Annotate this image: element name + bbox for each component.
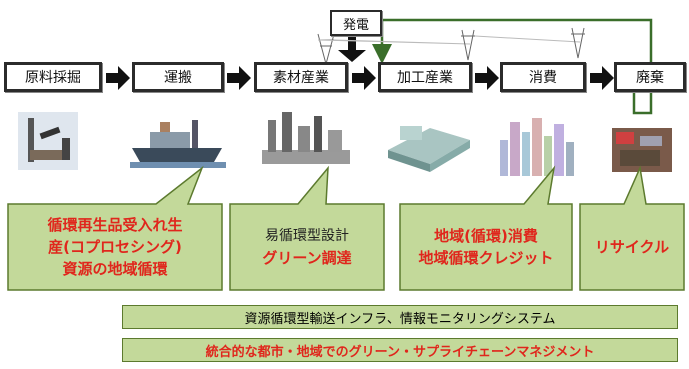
stage-label: 素材産業 xyxy=(273,70,329,86)
transport-ship-image xyxy=(130,120,226,168)
stage-transport: 運搬 xyxy=(132,62,224,92)
waste-image xyxy=(612,128,672,172)
power-arrow xyxy=(338,34,366,62)
stage-material-industry: 素材産業 xyxy=(254,62,348,92)
infra-bar: 資源循環型輸送インフラ、情報モニタリングシステム xyxy=(122,305,678,329)
stage-label: 加工産業 xyxy=(397,70,453,86)
callout-shape xyxy=(399,165,573,291)
callout-line: 易循環型設計 xyxy=(265,228,349,244)
callout-line: 資源の地域循環 xyxy=(62,260,168,278)
callout-design-procurement: 易循環型設計 グリーン調達 xyxy=(228,165,386,292)
power-label: 発電 xyxy=(342,17,369,33)
stage-waste: 廃棄 xyxy=(614,62,686,92)
management-bar-label: 統合的な都市・地域でのグリーン・サプライチェーンマネジメント xyxy=(205,344,595,360)
management-bar: 統合的な都市・地域でのグリーン・サプライチェーンマネジメント xyxy=(122,338,678,362)
callout-recycled-goods: 循環再生品受入れ生 産(コプロセシング) 資源の地域循環 xyxy=(6,165,224,292)
stage-consumption: 消費 xyxy=(500,62,586,92)
stage-processing-industry: 加工産業 xyxy=(378,62,472,92)
stage-raw-material-mining: 原料採掘 xyxy=(4,62,102,92)
infra-bar-label: 資源循環型輸送インフラ、情報モニタリングシステム xyxy=(244,311,556,327)
callout-line: 地域循環クレジット xyxy=(418,249,554,267)
city-image xyxy=(500,118,574,176)
callout-line: リサイクル xyxy=(594,238,670,256)
refinery-image xyxy=(262,112,350,164)
callout-line: 産(コプロセシング) xyxy=(48,238,182,256)
callout-shape xyxy=(7,165,223,291)
stage-label: 運搬 xyxy=(164,70,192,86)
callout-shape xyxy=(579,165,685,291)
power-pylons xyxy=(317,27,585,65)
power-generation-box: 発電 xyxy=(330,10,382,36)
stage-label: 消費 xyxy=(529,70,557,86)
callout-line: グリーン調達 xyxy=(262,249,352,267)
callout-line: 循環再生品受入れ生 xyxy=(47,216,183,234)
factory-image xyxy=(388,126,470,172)
flow-arrows xyxy=(106,66,614,90)
callout-recycle: リサイクル xyxy=(578,165,686,292)
stage-label: 原料採掘 xyxy=(25,70,81,86)
callout-line: 地域(循環)消費 xyxy=(434,227,538,245)
callout-local-consumption: 地域(循環)消費 地域循環クレジット xyxy=(398,165,574,292)
stage-label: 廃棄 xyxy=(636,70,664,86)
callout-shape xyxy=(229,165,385,291)
mining-image xyxy=(18,112,78,170)
